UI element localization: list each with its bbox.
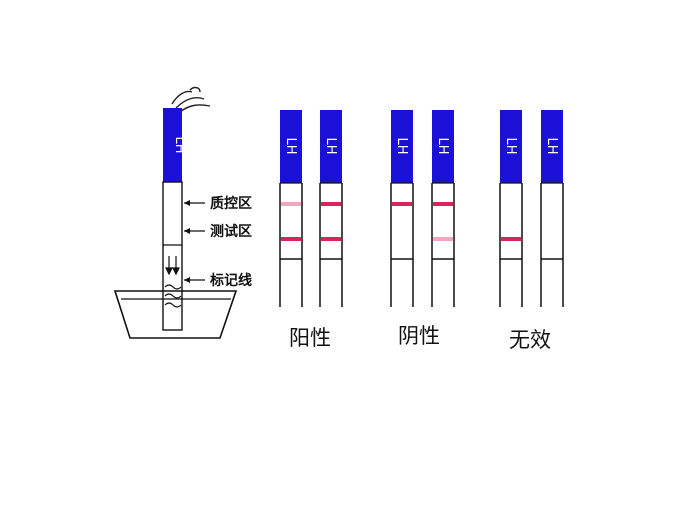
test-zone-label: 测试区	[210, 223, 252, 240]
group-label-invalid: 无效	[509, 328, 551, 352]
negative-strip-2-lh-label: LH	[435, 137, 450, 154]
negative-strip-1: LH	[390, 110, 414, 307]
group-label-negative: 阴性	[398, 324, 440, 348]
positive-strip-2: LH	[319, 110, 343, 307]
negative-strip-2: LH	[431, 110, 455, 307]
negative-strip-1-head	[391, 110, 413, 183]
hand-grip-icon	[171, 86, 211, 113]
flow-arrows	[165, 256, 180, 276]
dipping-illustration: LH 质控区 测试区 标记线	[113, 86, 252, 339]
positive-strip-1-head	[280, 110, 302, 183]
positive-strip-2-control-line	[321, 202, 341, 206]
demo-strip-head	[163, 108, 182, 182]
positive-strip-2-lh-label: LH	[323, 137, 338, 154]
invalid-strip-2-head	[541, 110, 563, 183]
invalid-strip-2: LH	[540, 110, 564, 307]
control-zone-label: 质控区	[210, 195, 252, 212]
demo-strip-lh-label: LH	[172, 136, 187, 153]
negative-strip-2-control-line	[433, 202, 453, 206]
group-label-positive: 阳性	[289, 326, 331, 350]
negative-strip-2-head	[432, 110, 454, 183]
positive-strip-1: LH	[279, 110, 303, 307]
positive-strip-1-control-line	[281, 202, 301, 206]
positive-strip-1-lh-label: LH	[283, 137, 298, 154]
invalid-strip-1-lh-label: LH	[503, 137, 518, 154]
positive-strip-1-test-line	[281, 237, 301, 241]
invalid-strip-2-lh-label: LH	[544, 137, 559, 154]
negative-strip-1-control-line	[392, 202, 412, 206]
invalid-strip-1-test-line	[501, 237, 521, 241]
result-strips: LH LH LH LH LH LH	[279, 110, 564, 307]
invalid-strip-1: LH	[499, 110, 523, 307]
positive-strip-2-test-line	[321, 237, 341, 241]
marker-line-label: 标记线	[209, 272, 252, 289]
positive-strip-2-head	[320, 110, 342, 183]
negative-strip-1-lh-label: LH	[394, 137, 409, 154]
urine-cup	[113, 290, 238, 339]
demo-wave-2	[164, 293, 182, 299]
demo-strip-body	[162, 181, 183, 331]
demo-wave-3	[164, 302, 182, 308]
invalid-strip-1-head	[500, 110, 522, 183]
negative-strip-2-test-line	[433, 237, 453, 241]
demo-wave-1	[164, 284, 182, 290]
